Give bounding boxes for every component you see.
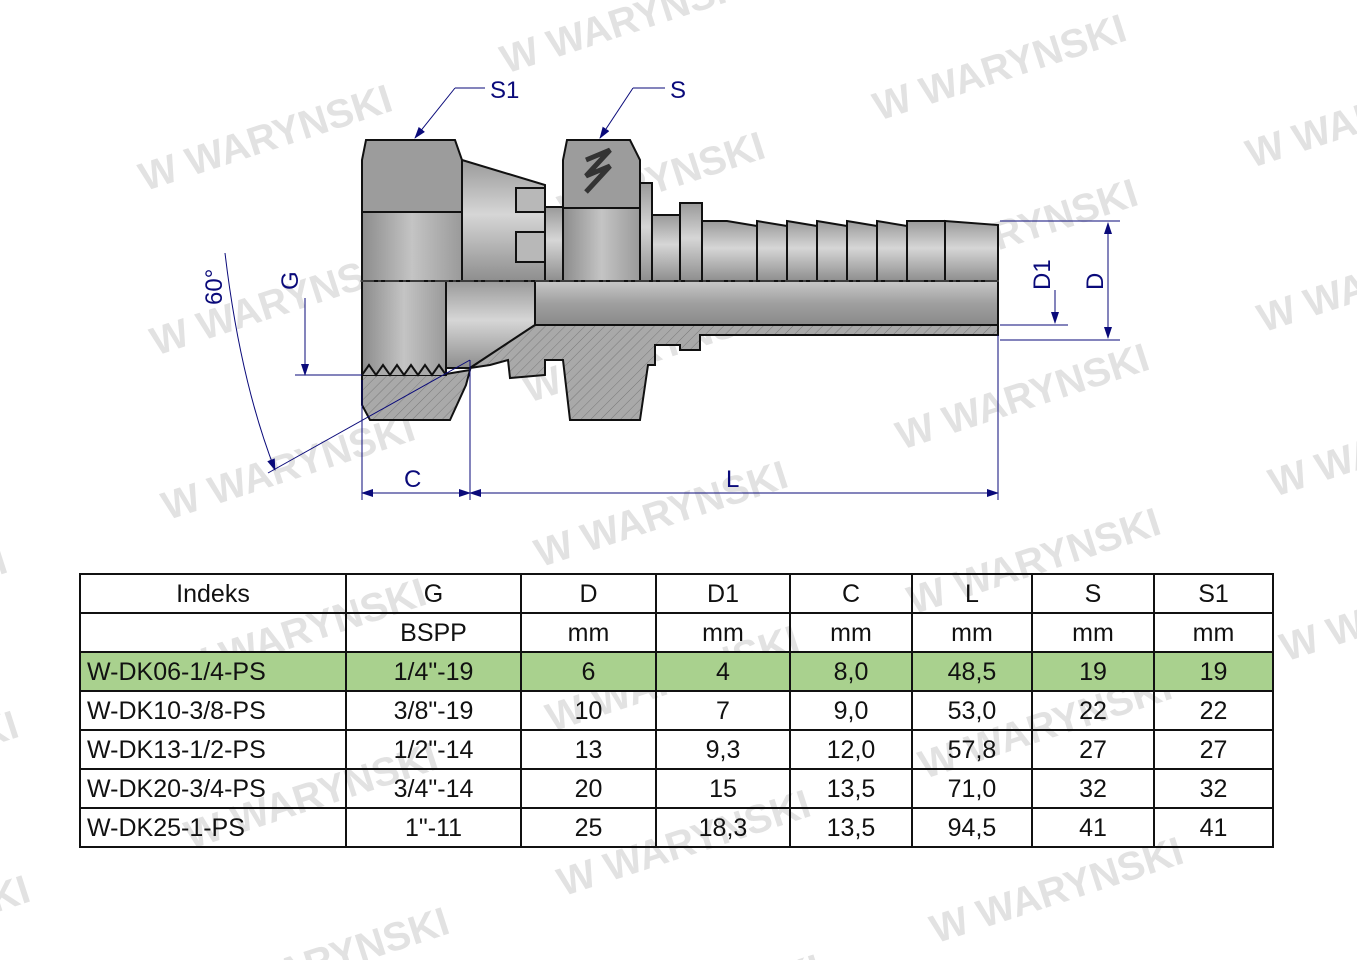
unit-cell: mm: [911, 612, 1033, 653]
svg-text:WARYNSKI: WARYNSKI: [0, 703, 24, 811]
cell-indeks: W-DK25-1-PS: [79, 807, 347, 848]
table-header-row: Indeks G D D1 C L S S1: [79, 573, 1274, 614]
header-d1: D1: [655, 573, 791, 614]
cell-indeks: W-DK20-3/4-PS: [79, 768, 347, 809]
unit-cell: mm: [789, 612, 913, 653]
cell-g: 3/8"-19: [345, 690, 522, 731]
header-g: G: [345, 573, 522, 614]
cell-g: 1/2"-14: [345, 729, 522, 770]
svg-text:W WARYNSKI: W WARYNSKI: [1275, 547, 1357, 670]
cell-d1: 4: [655, 651, 791, 692]
unit-cell: mm: [520, 612, 657, 653]
cell-d1: 9,3: [655, 729, 791, 770]
cell-s: 19: [1031, 651, 1155, 692]
label-l: L: [726, 466, 739, 493]
table-row: W-DK25-1-PS 1"-11 25 18,3 13,5 94,5 41 4…: [79, 807, 1274, 848]
cell-s1: 22: [1153, 690, 1274, 731]
cell-c: 13,5: [789, 807, 913, 848]
cell-g: 1"-11: [345, 807, 522, 848]
table-units-row: BSPP mm mm mm mm mm mm: [79, 612, 1274, 653]
cell-c: 9,0: [789, 690, 913, 731]
header-s: S: [1031, 573, 1155, 614]
unit-cell: mm: [1031, 612, 1155, 653]
unit-cell: mm: [1153, 612, 1274, 653]
header-c: C: [789, 573, 913, 614]
header-s1: S1: [1153, 573, 1274, 614]
cell-l: 57,8: [911, 729, 1033, 770]
fitting-technical-drawing: S1 S G 60° C L D1 D: [201, 77, 1120, 500]
header-d: D: [520, 573, 657, 614]
label-g: G: [277, 271, 304, 290]
label-d1: D1: [1029, 259, 1056, 290]
cell-l: 53,0: [911, 690, 1033, 731]
cell-s: 22: [1031, 690, 1155, 731]
cell-c: 8,0: [789, 651, 913, 692]
cell-d1: 7: [655, 690, 791, 731]
cell-l: 48,5: [911, 651, 1033, 692]
table-row: W-DK20-3/4-PS 3/4"-14 20 15 13,5 71,0 32…: [79, 768, 1274, 809]
label-c: C: [404, 466, 421, 493]
cell-s1: 19: [1153, 651, 1274, 692]
dimension-annotations: [224, 87, 1120, 500]
cell-d: 6: [520, 651, 657, 692]
cell-d: 25: [520, 807, 657, 848]
cell-d: 13: [520, 729, 657, 770]
cell-indeks: W-DK06-1/4-PS: [79, 651, 347, 692]
header-l: L: [911, 573, 1033, 614]
label-d: D: [1082, 273, 1109, 290]
svg-text:WARYNSKI: WARYNSKI: [0, 867, 35, 960]
cell-d: 10: [520, 690, 657, 731]
cell-d1: 18,3: [655, 807, 791, 848]
cell-s1: 32: [1153, 768, 1274, 809]
cell-l: 71,0: [911, 768, 1033, 809]
svg-text:W WARYNSKI: W WARYNSKI: [564, 947, 828, 960]
fitting-section-view: [361, 280, 999, 421]
cell-g: 3/4"-14: [345, 768, 522, 809]
cell-c: 12,0: [789, 729, 913, 770]
cell-d: 20: [520, 768, 657, 809]
unit-cell: [79, 612, 347, 653]
cell-g: 1/4"-19: [345, 651, 522, 692]
cell-c: 13,5: [789, 768, 913, 809]
cell-l: 94,5: [911, 807, 1033, 848]
cell-s1: 41: [1153, 807, 1274, 848]
cell-s: 27: [1031, 729, 1155, 770]
label-angle: 60°: [201, 269, 228, 305]
header-indeks: Indeks: [79, 573, 347, 614]
table-row-highlighted: W-DK06-1/4-PS 1/4"-19 6 4 8,0 48,5 19 19: [79, 651, 1274, 692]
table-row: W-DK13-1/2-PS 1/2"-14 13 9,3 12,0 57,8 2…: [79, 729, 1274, 770]
unit-cell: mm: [655, 612, 791, 653]
cell-s: 41: [1031, 807, 1155, 848]
cell-d1: 15: [655, 768, 791, 809]
svg-text:W WARYNSKI: W WARYNSKI: [191, 899, 455, 960]
cell-indeks: W-DK10-3/8-PS: [79, 690, 347, 731]
cell-s: 32: [1031, 768, 1155, 809]
cell-indeks: W-DK13-1/2-PS: [79, 729, 347, 770]
table-row: W-DK10-3/8-PS 3/8"-19 10 7 9,0 53,0 22 2…: [79, 690, 1274, 731]
label-s1: S1: [490, 77, 519, 104]
cell-s1: 27: [1153, 729, 1274, 770]
unit-cell: BSPP: [345, 612, 522, 653]
label-s: S: [670, 77, 686, 104]
fitting-upper-view: [361, 139, 999, 282]
spec-table: Indeks G D D1 C L S S1 BSPP mm mm mm mm …: [79, 573, 1274, 848]
